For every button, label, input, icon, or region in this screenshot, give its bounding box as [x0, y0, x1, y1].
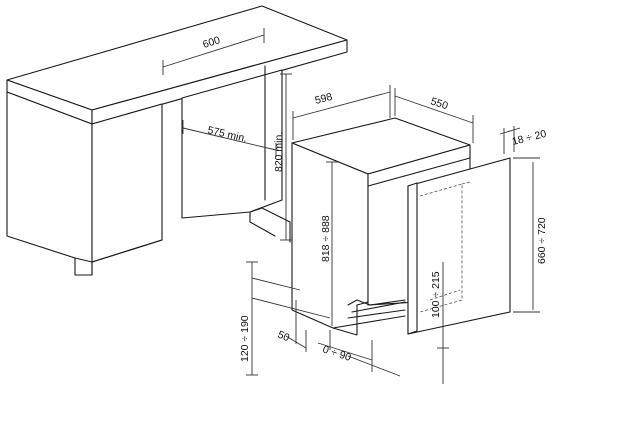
label-50: 50 — [276, 329, 291, 345]
label-18-20: 18 ÷ 20 — [511, 128, 548, 148]
label-818-888: 818 ÷ 888 — [320, 215, 332, 262]
door-panel — [407, 157, 511, 335]
label-120-190: 120 ÷ 190 — [239, 315, 251, 362]
kitchen-cabinet — [6, 5, 348, 276]
label-598: 598 — [314, 91, 334, 107]
dimension-lines — [162, 28, 540, 384]
label-550: 550 — [429, 95, 450, 112]
label-820-min: 820 min. — [273, 132, 285, 172]
cabinet-left-side — [91, 103, 163, 263]
cabinet-left-front — [6, 91, 93, 276]
label-660-720: 660 ÷ 720 — [536, 217, 548, 264]
label-600: 600 — [201, 34, 221, 51]
door-panel-edge — [407, 182, 418, 335]
label-100-215: 100 ÷ 215 — [430, 271, 442, 318]
door-panel-front — [407, 157, 511, 335]
dishwasher-plinth — [347, 299, 406, 306]
label-0-90: 0 ÷ 90 — [321, 343, 353, 363]
countertop-side — [91, 39, 348, 125]
